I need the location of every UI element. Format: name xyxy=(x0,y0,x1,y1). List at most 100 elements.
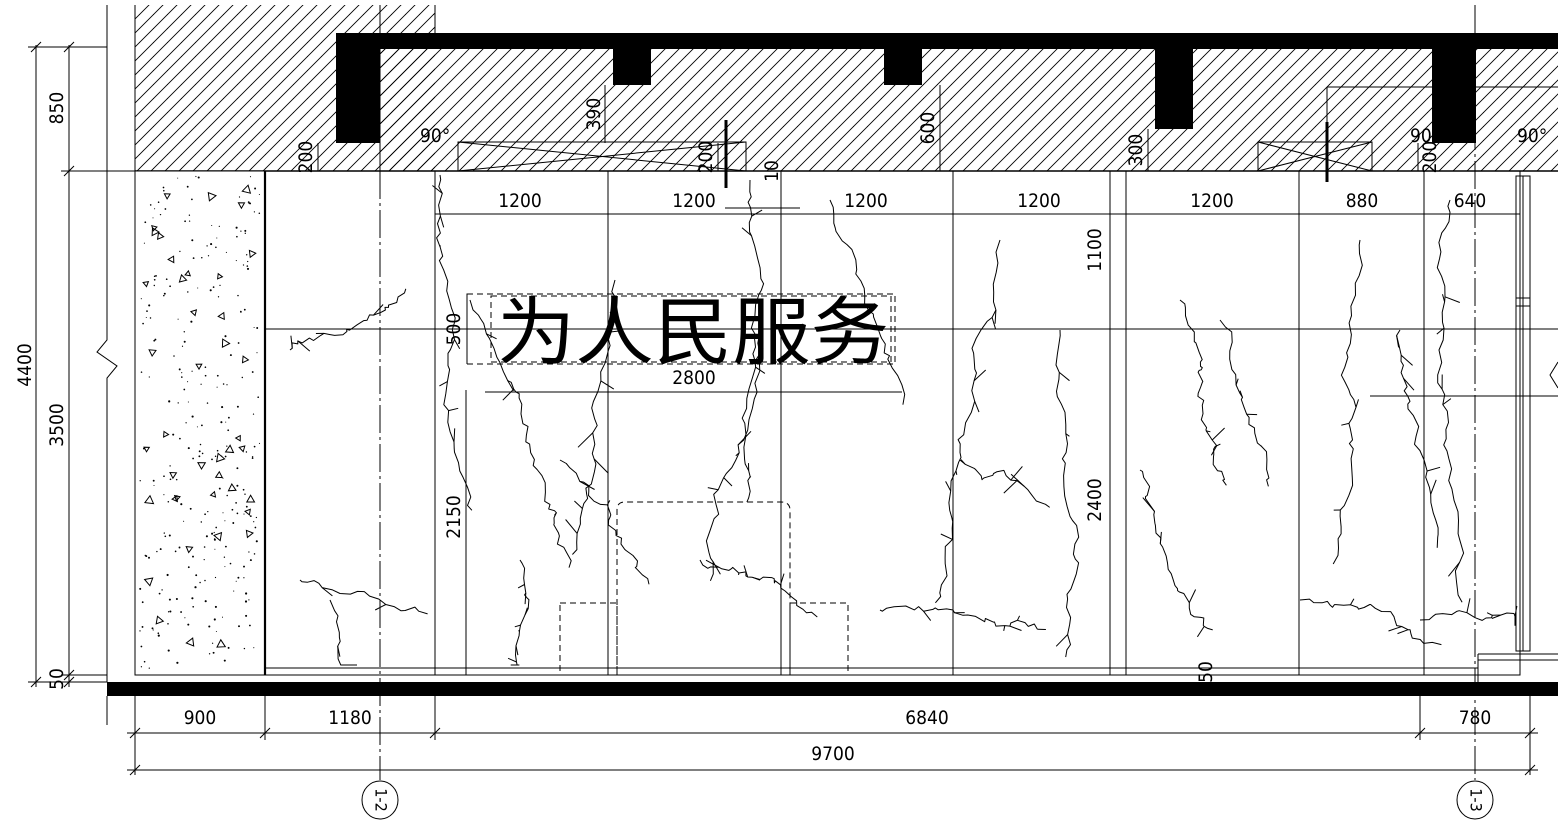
concrete-speckle xyxy=(156,550,158,553)
concrete-aggregate xyxy=(163,430,170,438)
panel-width-4: 1200 xyxy=(1017,190,1061,212)
concrete-aggregate xyxy=(151,224,158,232)
concrete-speckle xyxy=(183,520,185,522)
concrete-speckle xyxy=(192,257,195,259)
concrete-aggregate xyxy=(163,193,171,200)
concrete-speckle xyxy=(248,551,250,553)
marble-vein xyxy=(1010,466,1023,481)
marble-vein xyxy=(1397,629,1409,635)
concrete-speckle xyxy=(179,250,181,253)
concrete-speckle xyxy=(222,512,224,514)
concrete-speckle xyxy=(154,208,156,210)
concrete-speckle xyxy=(227,429,230,432)
concrete-speckle xyxy=(236,512,239,515)
concrete-speckle xyxy=(214,548,216,550)
concrete-aggregate xyxy=(142,280,150,288)
concrete-speckle xyxy=(178,546,181,549)
concrete-speckle xyxy=(249,515,252,517)
grid-lines xyxy=(379,5,1476,780)
concrete-speckle xyxy=(146,310,148,312)
concrete-speckle xyxy=(249,202,252,205)
marble-vein xyxy=(439,215,445,228)
concrete-speckle xyxy=(197,176,200,179)
marble-vein xyxy=(524,592,527,605)
concrete-speckle xyxy=(164,535,167,538)
concrete-speckle xyxy=(162,186,165,189)
concrete-speckle xyxy=(151,627,154,630)
marble-vein xyxy=(1179,299,1227,486)
concrete-speckle xyxy=(180,611,183,613)
dim-recess-a: 200 xyxy=(695,141,717,174)
concrete-speckle xyxy=(191,597,194,600)
concrete-aggregate xyxy=(156,231,165,240)
concrete-speckle xyxy=(140,298,142,300)
ceiling-slab xyxy=(134,5,1558,172)
marble-vein xyxy=(517,584,525,589)
concrete-speckle xyxy=(169,610,172,613)
concrete-speckle xyxy=(249,176,252,178)
marble-vein xyxy=(1341,422,1350,426)
marble-vein xyxy=(751,209,763,217)
marble-vein xyxy=(1400,354,1413,366)
concrete-aggregate xyxy=(217,311,225,321)
left-dimension-chain xyxy=(28,5,135,688)
concrete-speckle xyxy=(177,177,179,179)
signage-text: 为人民服务 xyxy=(497,290,889,376)
concrete-speckle xyxy=(208,653,211,655)
panel-width-5: 1200 xyxy=(1190,190,1234,212)
concrete-speckle xyxy=(235,502,237,504)
dim-floor-zone: 50 xyxy=(46,668,68,690)
concrete-speckle xyxy=(152,217,154,219)
grid-bubble-1-3 xyxy=(1456,780,1494,820)
marble-vein xyxy=(606,500,611,506)
concrete-speckle xyxy=(163,532,165,534)
concrete-speckle xyxy=(206,402,209,404)
concrete-speckle xyxy=(153,484,155,487)
concrete-speckle xyxy=(217,296,220,298)
concrete-speckle xyxy=(212,651,215,654)
concrete-speckle xyxy=(227,416,230,419)
concrete-speckle xyxy=(149,204,152,206)
concrete-speckle xyxy=(244,229,247,232)
concrete-speckle xyxy=(201,452,204,455)
concrete-aggregate xyxy=(195,363,203,371)
concrete-speckle xyxy=(219,284,221,287)
dim-sign-height: 500 xyxy=(443,313,465,346)
concrete-speckle xyxy=(204,579,206,582)
concrete-aggregate xyxy=(234,434,241,442)
door-frame xyxy=(1365,175,1558,682)
concrete-speckle xyxy=(191,415,194,418)
concrete-speckle xyxy=(159,548,162,551)
dim-bottom-2: 1180 xyxy=(328,707,372,729)
concrete-speckle xyxy=(241,376,244,379)
concrete-speckle xyxy=(187,447,190,450)
marble-vein xyxy=(436,174,473,511)
marble-vein xyxy=(1332,239,1363,565)
concrete-speckle xyxy=(207,510,209,513)
bottom-dimension-chain xyxy=(127,696,1538,776)
concrete-speckle xyxy=(222,383,225,385)
concrete-aggregate xyxy=(173,494,181,502)
concrete-speckle xyxy=(243,577,245,579)
marble-vein xyxy=(439,381,448,387)
concrete-speckle xyxy=(203,558,205,561)
marble-vein xyxy=(1009,625,1022,631)
concrete-speckle xyxy=(211,642,214,644)
concrete-speckle xyxy=(174,550,177,553)
concrete-speckle xyxy=(244,493,246,495)
concrete-speckle xyxy=(216,374,219,377)
dim-beam-c-depth: 300 xyxy=(1125,134,1147,167)
dim-soffit-right: 200 xyxy=(1419,141,1441,174)
concrete-speckle xyxy=(226,445,228,447)
marble-vein xyxy=(1055,634,1068,647)
concrete-aggregate xyxy=(178,273,188,283)
concrete-speckle xyxy=(143,660,146,663)
marble-vein xyxy=(297,340,311,352)
concrete-speckle xyxy=(204,513,206,516)
concrete-speckle xyxy=(214,576,217,579)
marble-vein xyxy=(705,559,720,568)
concrete-speckle xyxy=(208,625,211,628)
concrete-speckle xyxy=(198,455,201,458)
concrete-aggregate xyxy=(216,638,227,648)
concrete-speckle xyxy=(192,555,194,558)
